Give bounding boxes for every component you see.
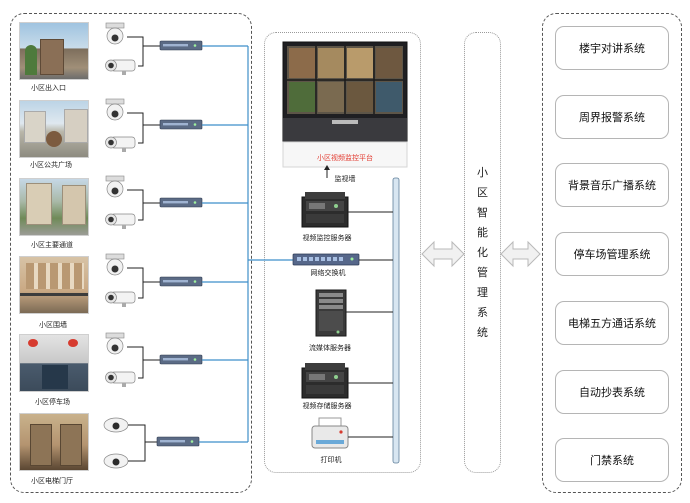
title-char: 管 bbox=[477, 265, 488, 279]
site-label-plaza: 小区公共广场 bbox=[30, 161, 72, 169]
site-label-elevator-hall: 小区电梯门厅 bbox=[31, 477, 73, 485]
storage-server-label: 视频存储服务器 bbox=[302, 402, 352, 410]
network-switch-device bbox=[292, 253, 360, 266]
encoder-switch-icon bbox=[159, 276, 203, 287]
site-photo-entrance bbox=[19, 22, 89, 80]
subsystem-meter-reading: 自动抄表系统 bbox=[555, 370, 669, 414]
ceiling-dome-camera-icon bbox=[103, 417, 129, 433]
smart-community-management-title: 小 区 智 能 化 管 理 系 统 bbox=[465, 32, 500, 472]
title-char: 系 bbox=[477, 305, 488, 319]
video-wall-label: 监视墙 bbox=[334, 175, 356, 183]
double-arrow-icon bbox=[421, 240, 465, 268]
dome-camera-icon bbox=[105, 98, 125, 121]
dome-camera-icon bbox=[105, 332, 125, 355]
storage-server-device bbox=[301, 363, 349, 399]
bullet-camera-icon bbox=[105, 213, 136, 230]
site-photo-wall bbox=[19, 256, 89, 314]
site-photo-parking bbox=[19, 334, 89, 392]
management-system-panel bbox=[464, 32, 501, 473]
subsystem-background-music: 背景音乐广播系统 bbox=[555, 163, 669, 207]
printer-label: 打印机 bbox=[320, 456, 342, 464]
subsystem-intercom: 楼宇对讲系统 bbox=[555, 26, 669, 70]
dome-camera-icon bbox=[105, 175, 125, 198]
camera-group-plaza bbox=[105, 98, 203, 153]
camera-group-wall bbox=[105, 253, 203, 308]
title-char: 化 bbox=[477, 245, 488, 259]
dome-camera-icon bbox=[105, 22, 125, 45]
title-char: 区 bbox=[477, 185, 488, 199]
monitor-server-device bbox=[301, 192, 349, 228]
bullet-camera-icon bbox=[105, 291, 136, 308]
title-char: 能 bbox=[477, 225, 488, 239]
printer-device bbox=[311, 417, 349, 449]
title-char: 智 bbox=[477, 205, 488, 219]
streaming-server-label: 流媒体服务器 bbox=[309, 344, 351, 352]
video-wall-screen-caption: 小区视频监控平台 bbox=[317, 154, 373, 162]
video-wall-device bbox=[282, 41, 408, 178]
encoder-switch-icon bbox=[159, 354, 203, 365]
left-camera-panel bbox=[10, 13, 252, 493]
ceiling-dome-camera-icon bbox=[103, 453, 129, 469]
camera-group-parking bbox=[105, 332, 203, 388]
server-bus bbox=[346, 177, 400, 464]
title-char: 统 bbox=[477, 325, 488, 339]
monitor-server-label: 视频监控服务器 bbox=[302, 234, 352, 242]
encoder-switch-icon bbox=[159, 40, 203, 51]
streaming-server-device bbox=[315, 289, 347, 337]
site-label-wall: 小区围墙 bbox=[39, 321, 67, 329]
camera-group-elevator-hall bbox=[103, 417, 200, 469]
site-photo-plaza bbox=[19, 100, 89, 158]
bullet-camera-icon bbox=[105, 59, 136, 76]
network-bus-lines bbox=[199, 45, 293, 443]
subsystem-perimeter-alarm: 周界报警系统 bbox=[555, 95, 669, 139]
encoder-switch-icon bbox=[159, 197, 203, 208]
site-label-main-road: 小区主要通道 bbox=[31, 241, 73, 249]
site-label-parking: 小区停车场 bbox=[35, 398, 70, 406]
site-photo-main-road bbox=[19, 178, 89, 236]
encoder-switch-icon bbox=[156, 436, 200, 447]
double-arrow-icon bbox=[500, 240, 541, 268]
title-char: 小 bbox=[477, 165, 488, 179]
right-subsystem-panel bbox=[542, 13, 682, 493]
subsystem-access-control: 门禁系统 bbox=[555, 438, 669, 482]
center-equipment-panel bbox=[264, 32, 421, 473]
camera-group-main-road bbox=[105, 175, 203, 230]
camera-group-entrance bbox=[105, 22, 203, 76]
subsystem-parking-management: 停车场管理系统 bbox=[555, 232, 669, 276]
dome-camera-icon bbox=[105, 253, 125, 276]
subsystem-elevator-intercom: 电梯五方通话系统 bbox=[555, 301, 669, 345]
network-switch-label: 网络交换机 bbox=[310, 269, 346, 277]
site-photo-elevator-hall bbox=[19, 413, 89, 471]
bullet-camera-icon bbox=[105, 371, 136, 388]
bullet-camera-icon bbox=[105, 136, 136, 153]
title-char: 理 bbox=[477, 285, 488, 299]
encoder-switch-icon bbox=[159, 119, 203, 130]
site-label-entrance: 小区出入口 bbox=[31, 84, 66, 92]
